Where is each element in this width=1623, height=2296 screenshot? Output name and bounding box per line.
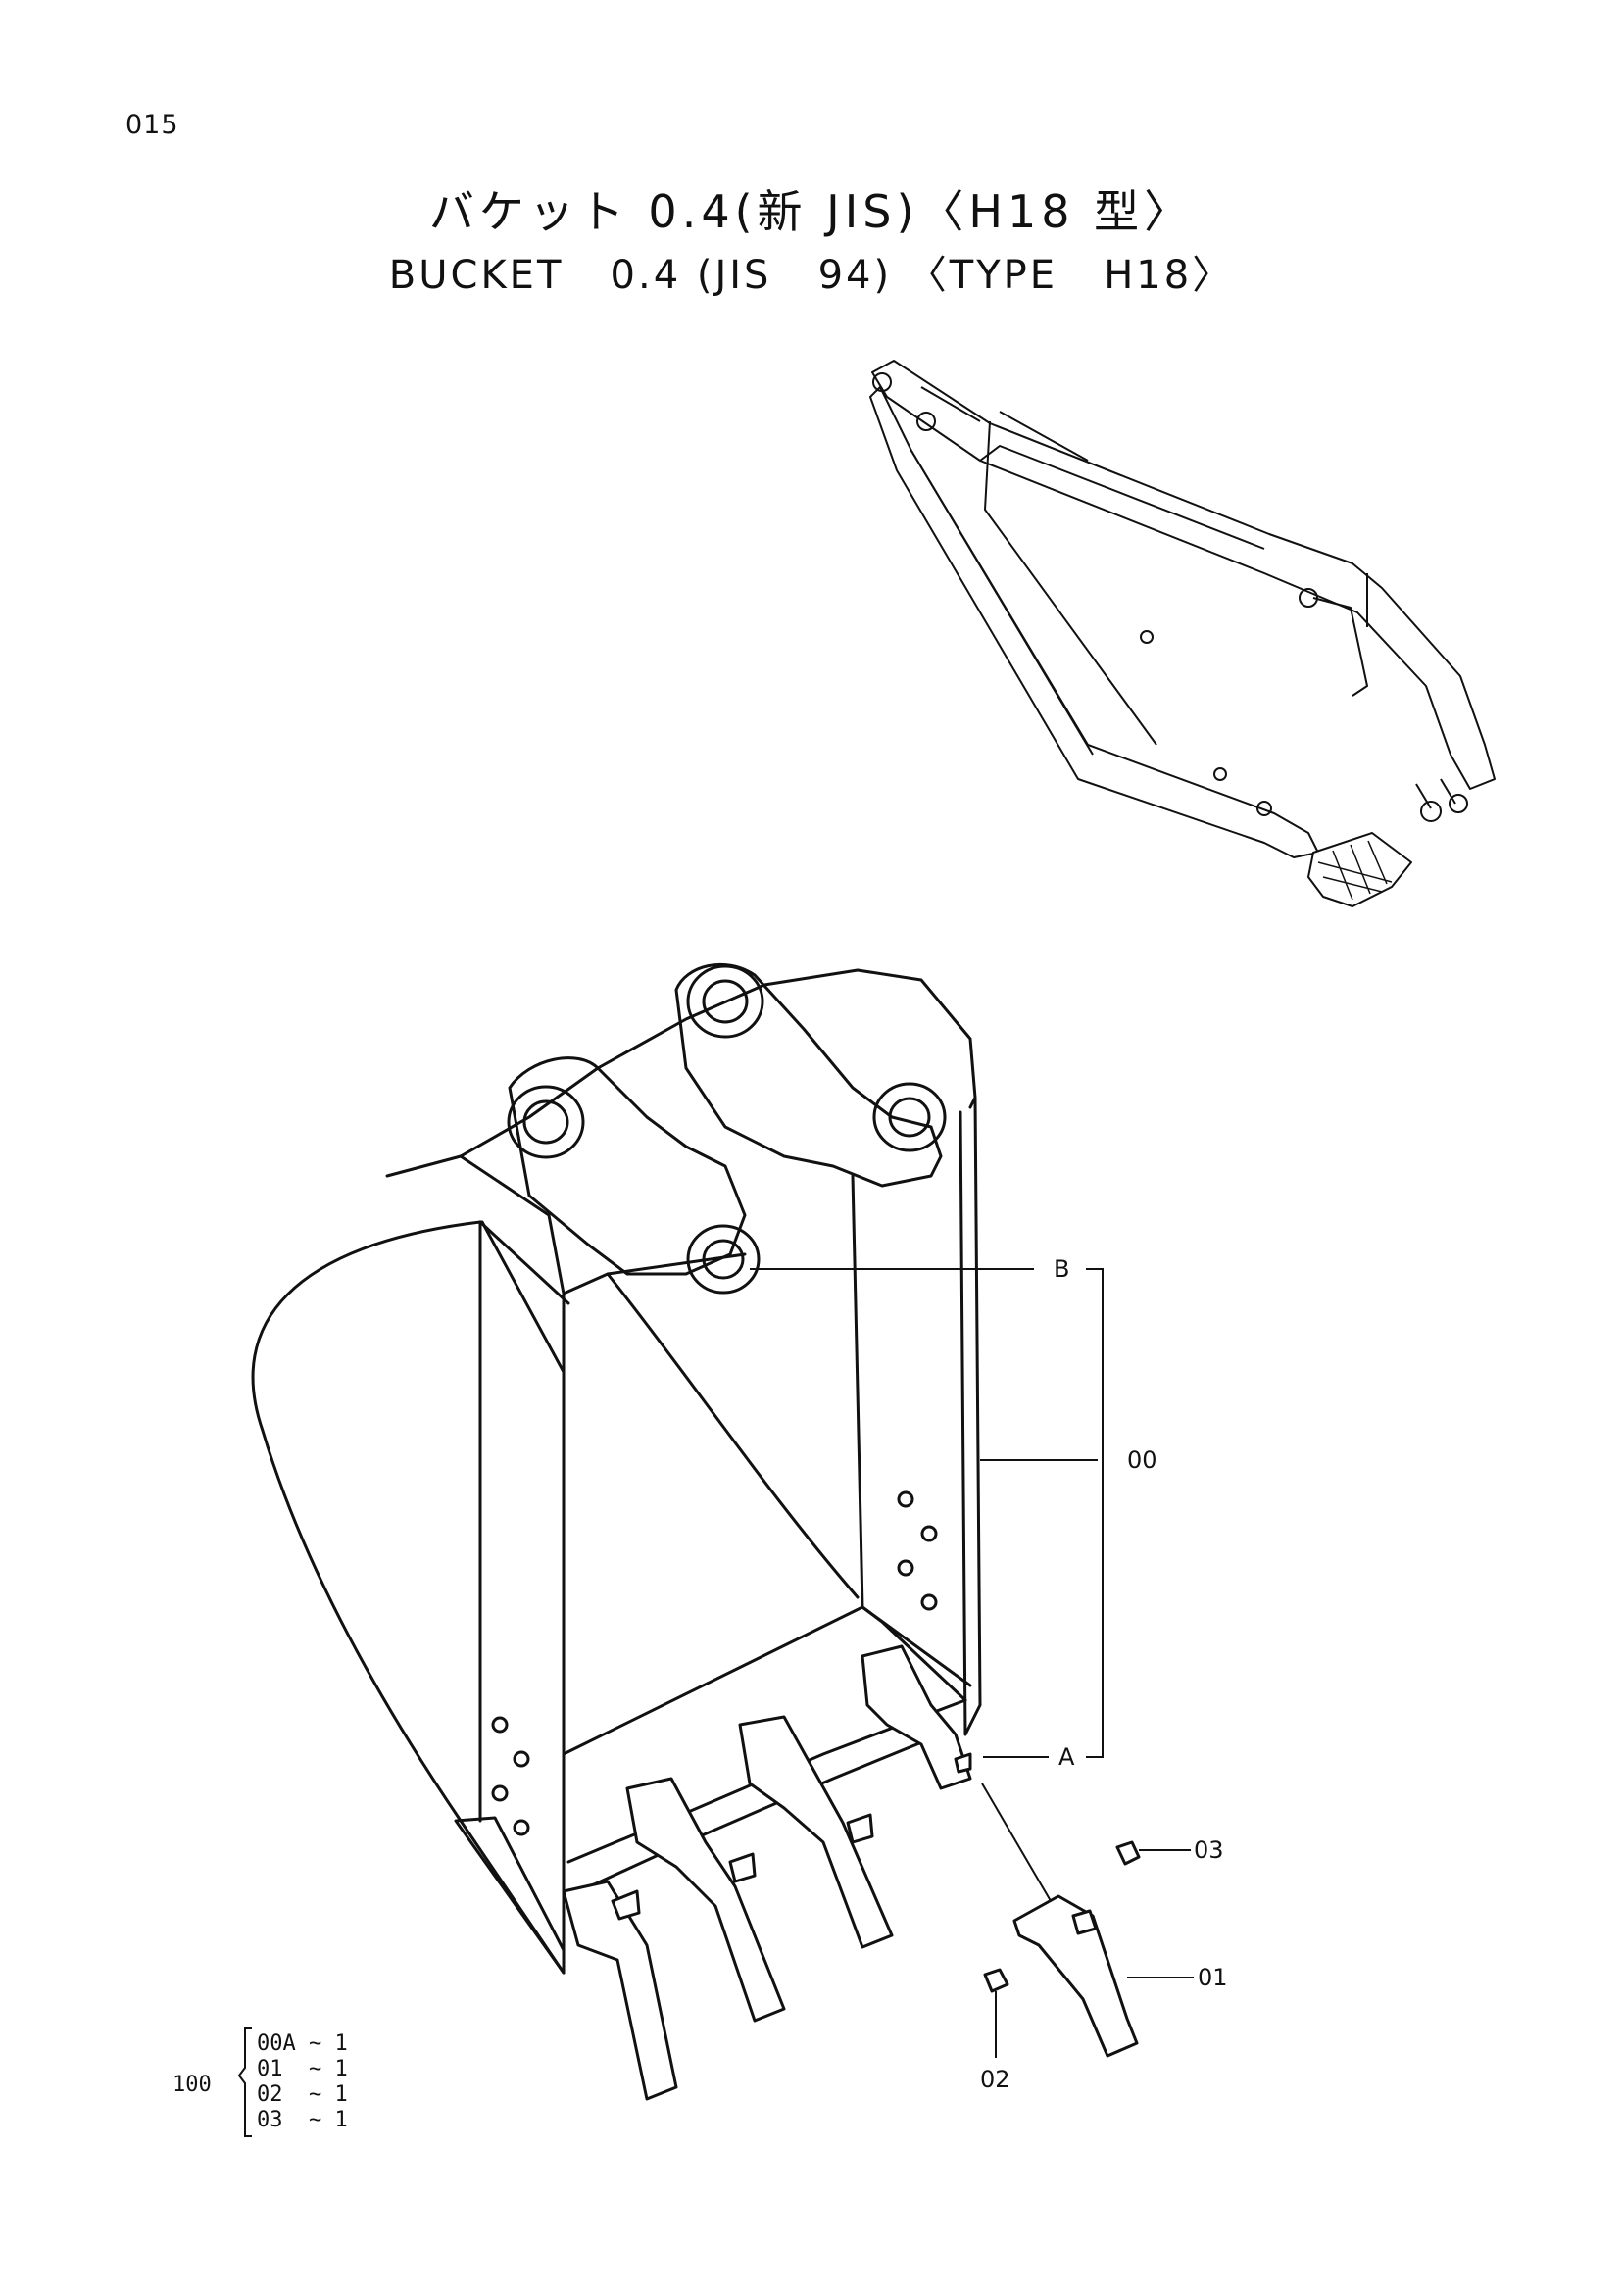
kit-row-qty: ~ 1 bbox=[309, 2108, 348, 2132]
kit-row-qty: ~ 1 bbox=[309, 2031, 348, 2056]
page-number: 015 bbox=[125, 110, 179, 140]
kit-row-part: 03 bbox=[257, 2108, 283, 2132]
callout-03: 03 bbox=[1194, 1836, 1224, 1864]
title-japanese: バケット 0.4(新 JIS)〈H18 型〉 bbox=[428, 185, 1195, 238]
kit-row-part: 01 bbox=[257, 2057, 283, 2081]
boom-arm-overview bbox=[869, 360, 1496, 907]
callout-02: 02 bbox=[980, 2066, 1010, 2093]
bucket-main bbox=[251, 962, 982, 1975]
kit-row-qty: ~ 1 bbox=[309, 2082, 348, 2107]
bucket-teeth bbox=[562, 1644, 972, 2101]
kit-list: 00A ~ 1 01 ~ 1 02 ~ 1 03 ~ 1 bbox=[257, 2031, 348, 2132]
bracket-00 bbox=[1086, 1268, 1104, 1758]
kit-row-part: 00A bbox=[257, 2031, 296, 2056]
callout-b: B bbox=[1054, 1255, 1069, 1283]
kit-assembly-number: 100 bbox=[172, 2073, 212, 2097]
callout-00: 00 bbox=[1127, 1446, 1157, 1474]
callout-01: 01 bbox=[1198, 1964, 1228, 1991]
kit-row-part: 02 bbox=[257, 2082, 283, 2107]
kit-brace bbox=[237, 2027, 252, 2137]
callout-a: A bbox=[1058, 1743, 1075, 1771]
exploded-tooth-parts bbox=[981, 1783, 1141, 2058]
title-english: BUCKET 0.4 (JIS 94) 〈TYPE H18〉 bbox=[388, 253, 1235, 298]
kit-row-qty: ~ 1 bbox=[309, 2057, 348, 2081]
leader-lines bbox=[237, 1268, 1194, 2137]
